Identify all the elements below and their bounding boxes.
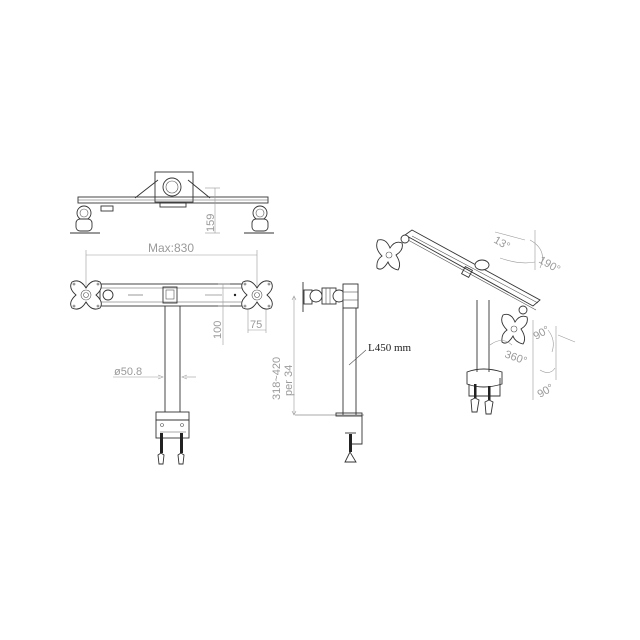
side-clamp xyxy=(350,415,363,445)
top-hub-frame xyxy=(154,171,194,203)
side-tilt-joint xyxy=(309,289,323,303)
dim-height-step: per 34 xyxy=(283,365,295,396)
top-hub-knob xyxy=(162,177,182,197)
angle-swivel: 190° xyxy=(537,254,563,276)
dim-arm-offset: 100 xyxy=(212,321,224,339)
front-center-plate xyxy=(162,286,178,304)
dim-max-width: Max:830 xyxy=(148,241,194,255)
side-view: 318~420 per 34 L450 mm xyxy=(271,282,412,463)
dim-height-159: 159 xyxy=(205,214,217,232)
iso-hub xyxy=(474,259,490,271)
iso-vesa-plate-right xyxy=(501,305,528,345)
dim-height-range: 318~420 xyxy=(271,357,283,400)
top-left-joint xyxy=(70,205,100,234)
top-view: 159 xyxy=(70,171,274,234)
dim-pole-diameter: ø50.8 xyxy=(114,366,142,378)
pole-length-label: L450 mm xyxy=(368,342,412,354)
pole-length-leader xyxy=(348,349,367,366)
front-desk-clamp xyxy=(155,411,190,465)
front-view: Max:830 100 xyxy=(70,241,273,465)
top-right-joint xyxy=(244,205,274,234)
vesa-plate-right xyxy=(241,280,273,310)
vesa-plate-left xyxy=(70,280,102,310)
dim-vesa: 75 xyxy=(250,319,262,331)
angle-pivot: 90° xyxy=(536,382,556,401)
angle-tilt-up: 13° xyxy=(492,234,512,253)
side-arm-head xyxy=(342,283,359,309)
iso-desk-clamp xyxy=(468,378,501,415)
iso-angle-annotations xyxy=(489,230,576,400)
angle-tilt: 90° xyxy=(532,324,552,343)
isometric-view: 13° 190° 90° 360° 90° xyxy=(376,229,576,415)
iso-base xyxy=(466,368,503,388)
iso-crossbar xyxy=(404,229,541,311)
angle-rotation: 360° xyxy=(503,349,528,368)
iso-vesa-plate-left xyxy=(376,234,410,271)
